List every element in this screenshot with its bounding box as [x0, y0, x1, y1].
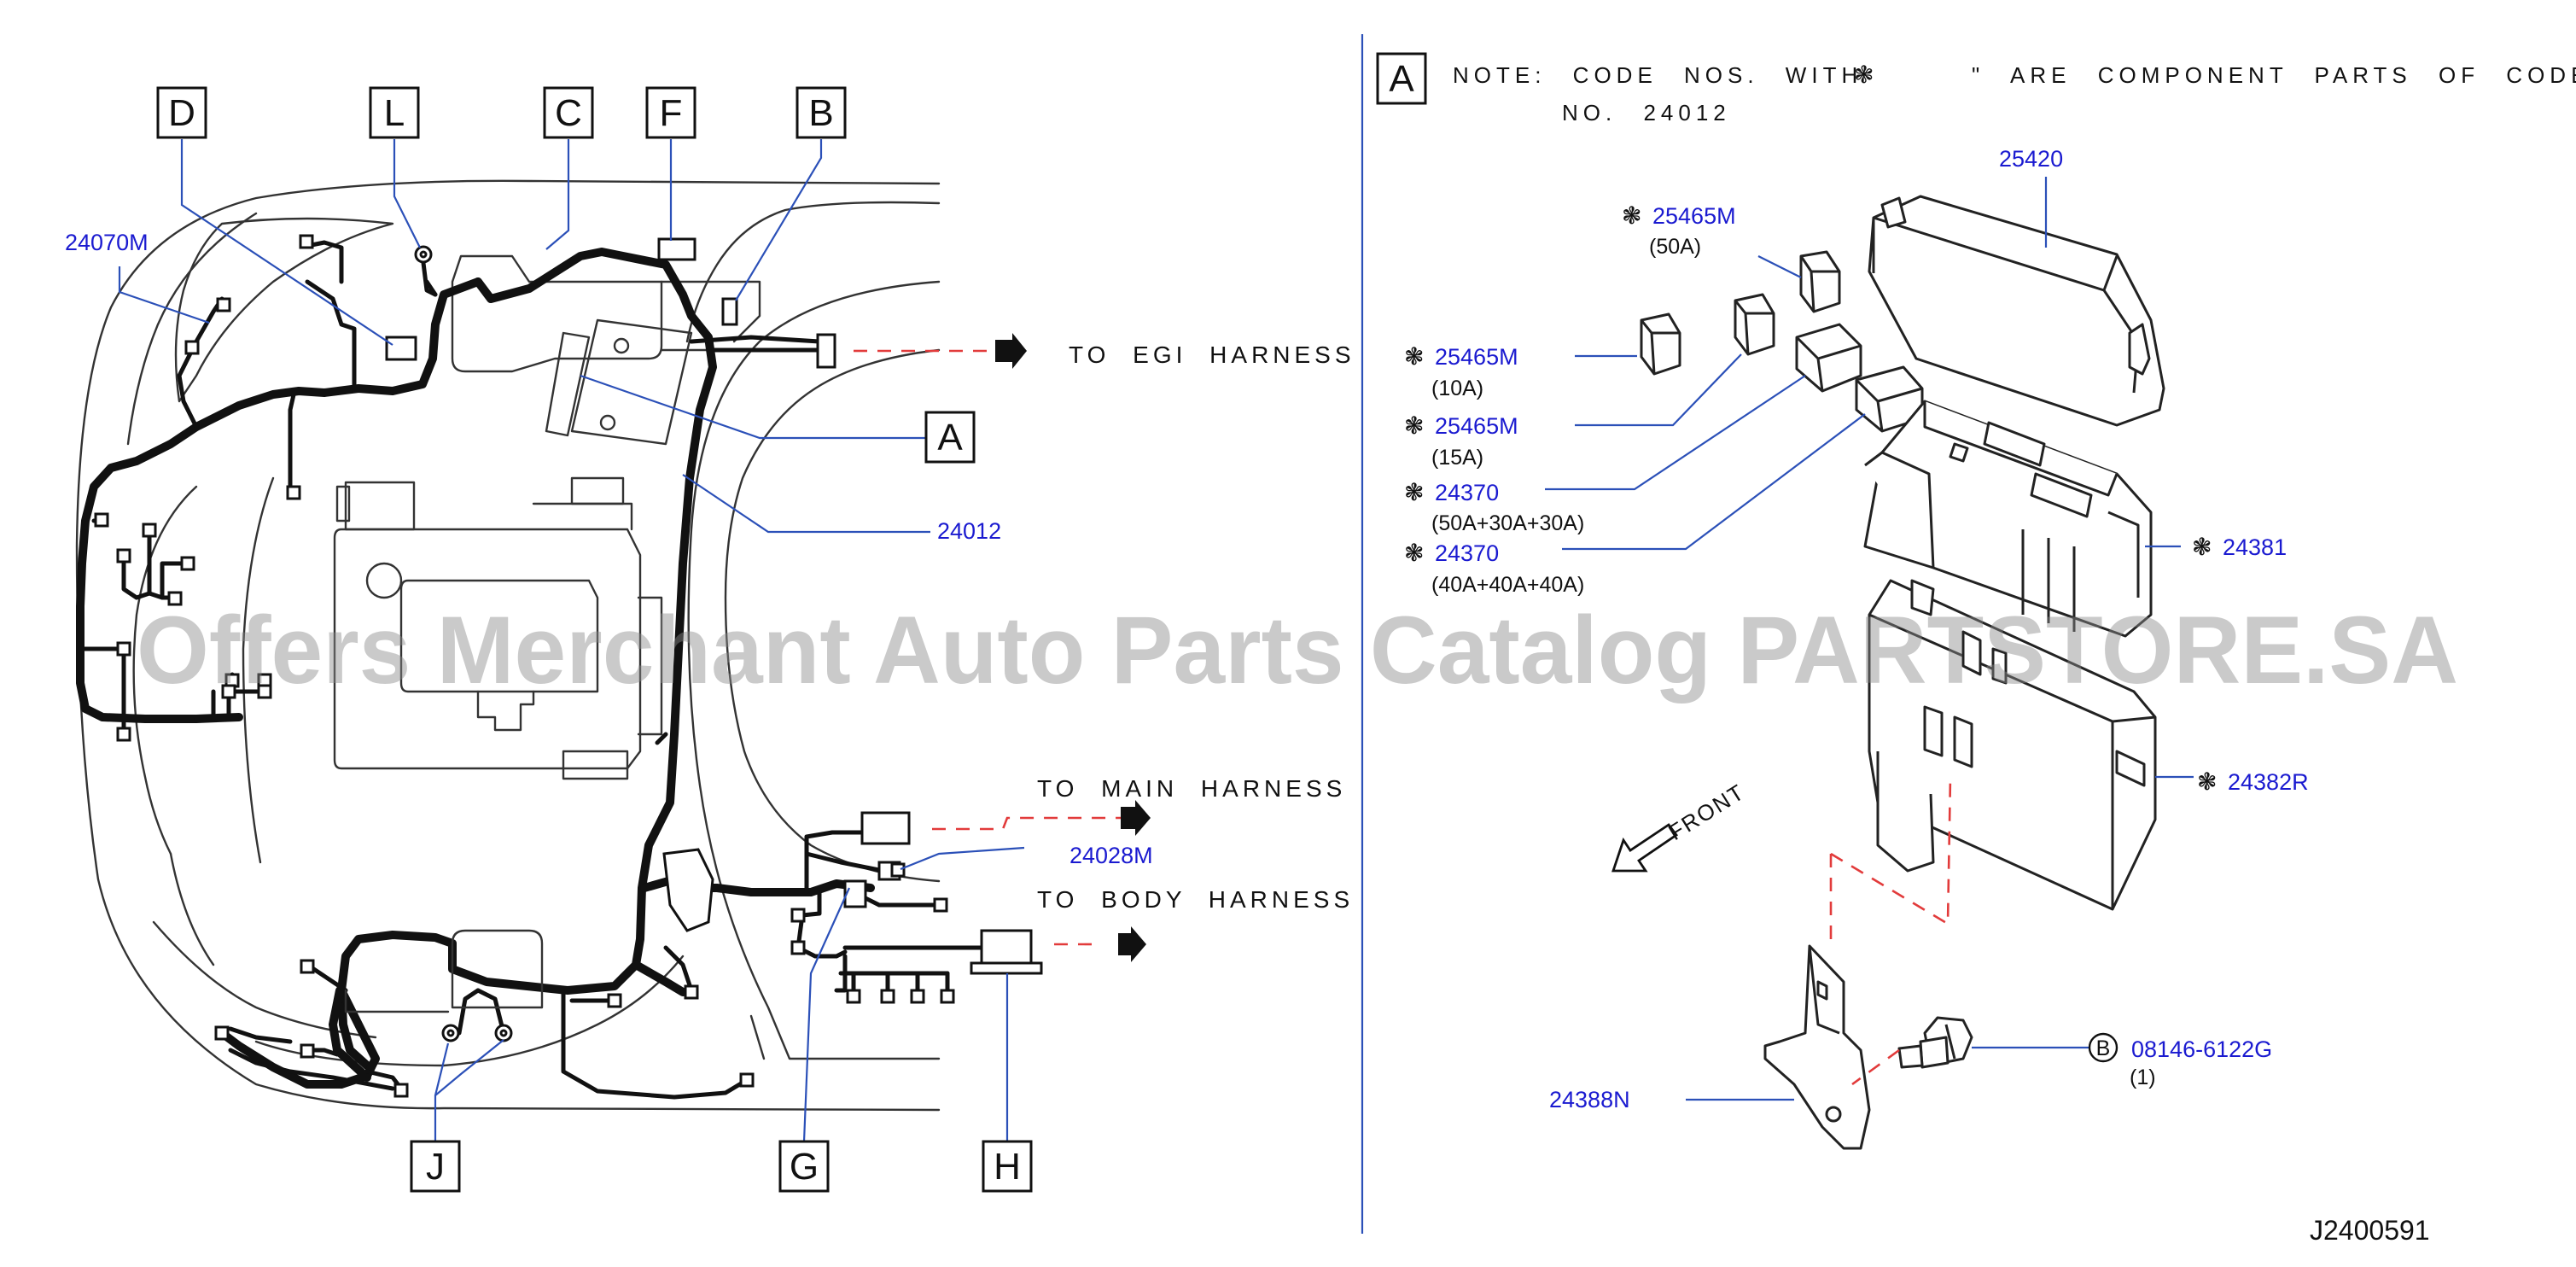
watermark: Offers Merchant Auto Parts Catalog PARTS… — [137, 597, 2458, 704]
part-24028M-label[interactable]: 24028M — [1069, 843, 1153, 868]
part-25465M-50a-label[interactable]: 25465M — [1652, 203, 1736, 229]
part-24382R-label[interactable]: 24382R — [2228, 769, 2309, 795]
part-24070M-label[interactable]: 24070M — [65, 230, 149, 255]
bolt — [1897, 1016, 1973, 1069]
relay-box-area — [451, 254, 761, 446]
relay-box-24381 — [1863, 400, 2153, 638]
callout-boxes: D L C F B A J G H — [156, 86, 1033, 1193]
asterisk-icon: ❃ — [2192, 533, 2212, 561]
drawing-code: J2400591 — [2310, 1215, 2430, 1246]
asterisk-icon: ❃ — [1404, 412, 1424, 440]
part-24012-label[interactable]: 24012 — [937, 518, 1001, 544]
to-main-harness-label: TO MAIN HARNESS — [1037, 775, 1346, 802]
callout-a: A — [937, 417, 963, 458]
asterisk-icon: ❃ — [1404, 342, 1424, 371]
branch-wires — [78, 240, 984, 1100]
fuse-10a-rating: (10A) — [1431, 377, 1483, 400]
main-harness — [76, 248, 875, 1089]
note-line-1b: " ARE COMPONENT PARTS OF CODE — [1972, 62, 2576, 88]
leader-lines — [118, 139, 1025, 1142]
part-25465M-15a-label[interactable]: 25465M — [1435, 413, 1518, 439]
asterisk-icon: ❃ — [1404, 478, 1424, 506]
part-24370-a-label[interactable]: 24370 — [1435, 480, 1499, 505]
callout-l: L — [384, 92, 405, 134]
engine-block — [333, 476, 663, 780]
fuse-15a-rating: (15A) — [1431, 446, 1483, 470]
callout-h: H — [994, 1146, 1021, 1188]
callout-f: F — [660, 92, 683, 134]
fusible-link-a-rating: (50A+30A+30A) — [1431, 511, 1584, 535]
bolt-callout-circle — [2088, 1032, 2118, 1063]
part-25420-label[interactable]: 25420 — [1999, 146, 2063, 172]
note-line-1a: NOTE: CODE NOS. WITH — [1453, 62, 1862, 88]
part-25465M-10a-label[interactable]: 25465M — [1435, 344, 1518, 370]
mounting-bracket — [1763, 944, 1871, 1150]
callout-b: B — [808, 92, 833, 134]
fuse-box-body-24382R — [1868, 579, 2157, 911]
bolt-quantity: (1) — [2130, 1066, 2156, 1089]
part-24370-b-label[interactable]: 24370 — [1435, 540, 1499, 566]
note-line-2: NO. 24012 — [1562, 100, 1731, 126]
asterisk-icon: ❃ — [1404, 539, 1424, 567]
to-egi-harness-label: TO EGI HARNESS — [1069, 342, 1355, 368]
fuse-box-cover — [1868, 195, 2165, 427]
part-leaders — [1545, 255, 1866, 551]
callout-c: C — [555, 92, 582, 134]
front-arrow: FRONT — [1611, 779, 1750, 873]
bolt-callout-letter: B — [2096, 1036, 2111, 1060]
callout-d: D — [168, 92, 195, 134]
part-24388N-label[interactable]: 24388N — [1549, 1087, 1630, 1112]
detail-a-box: A — [1389, 58, 1414, 100]
callout-j: J — [426, 1146, 445, 1188]
connectors — [94, 234, 1043, 1098]
part-08146-6122G-label[interactable]: 08146-6122G — [2131, 1036, 2272, 1062]
engine-room-outline — [75, 179, 941, 1112]
fuse-50a-rating: (50A) — [1649, 235, 1701, 259]
front-label: FRONT — [1664, 779, 1749, 845]
callout-g: G — [790, 1146, 819, 1188]
part-24381-label[interactable]: 24381 — [2223, 534, 2287, 560]
asterisk-icon: ❃ — [1622, 201, 1641, 230]
note-asterisk-icon: ❃ — [1854, 61, 1874, 89]
fusible-link-b-rating: (40A+40A+40A) — [1431, 573, 1584, 597]
routing-arrows — [854, 333, 1151, 962]
to-body-harness-label: TO BODY HARNESS — [1037, 886, 1354, 913]
assembly-lines — [1829, 776, 1952, 1086]
asterisk-icon: ❃ — [2197, 768, 2217, 796]
